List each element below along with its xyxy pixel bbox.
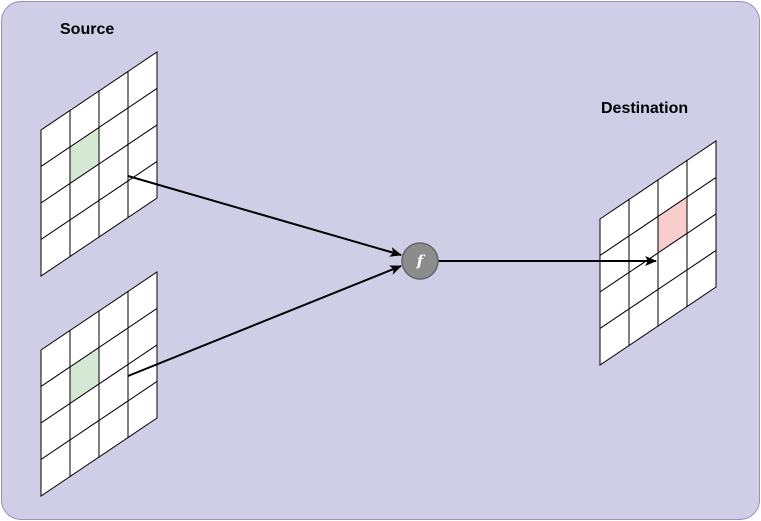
destination-grid	[599, 140, 717, 366]
source-grid-top	[40, 51, 158, 277]
grid-cell	[127, 160, 158, 219]
source-grid-bottom	[40, 271, 158, 497]
destination-label: Destination	[601, 100, 689, 117]
arrow-source-bottom-to-function	[127, 265, 402, 377]
function-icon: f	[416, 252, 426, 270]
arrow-source-top-to-function	[127, 175, 402, 257]
grid-cell	[127, 380, 158, 439]
function-circle	[401, 242, 439, 280]
grid-cell	[686, 249, 717, 308]
function-node: f	[401, 242, 439, 280]
source-label: Source	[60, 21, 115, 38]
